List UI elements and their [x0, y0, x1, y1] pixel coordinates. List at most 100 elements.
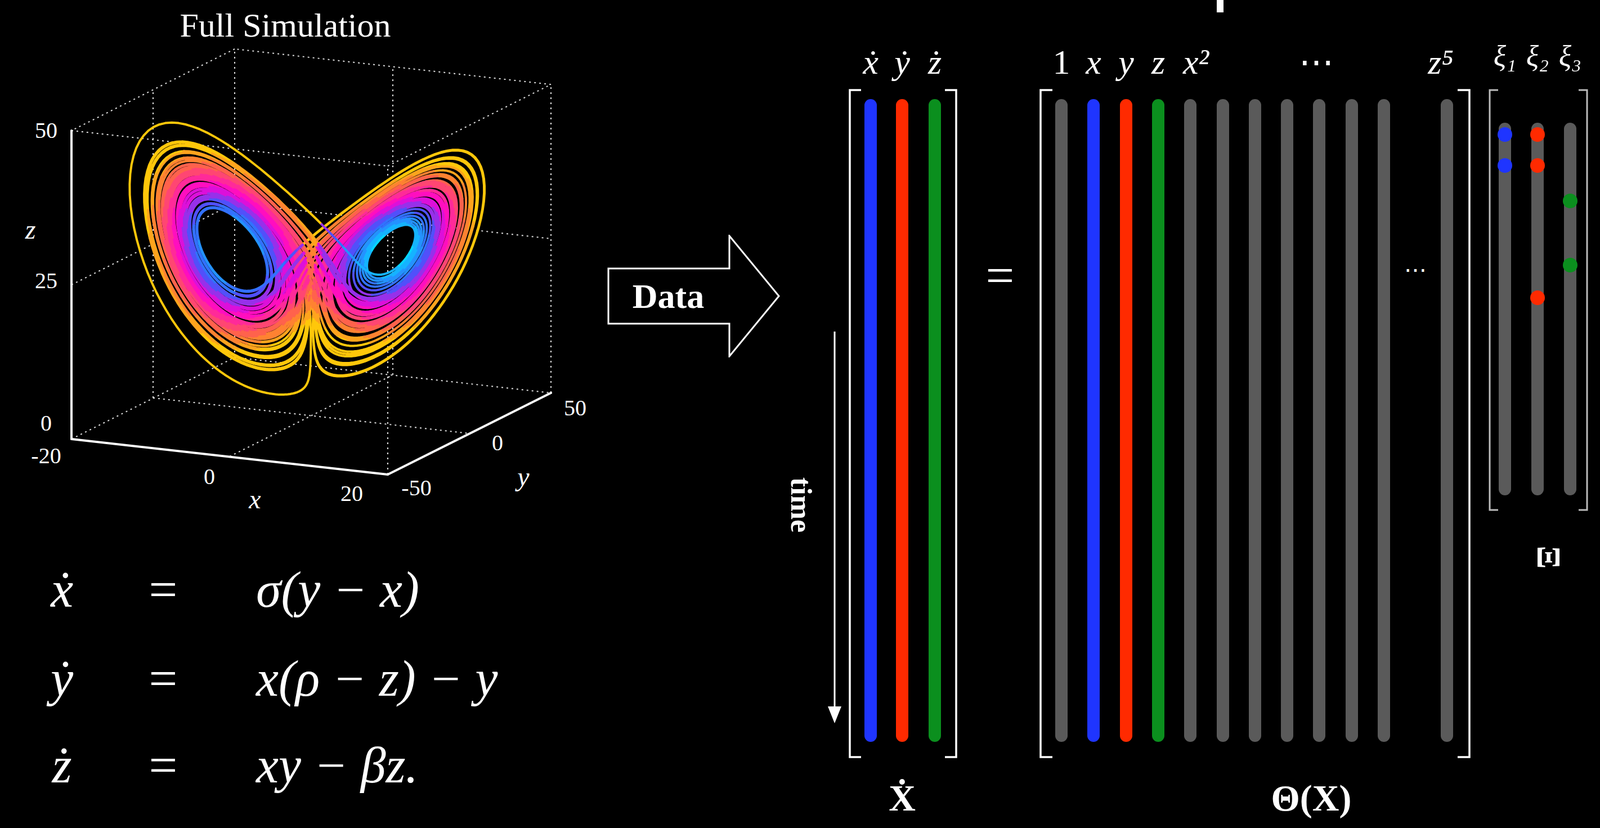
- matrix-column: [1184, 105, 1197, 736]
- axis-tick: 0: [203, 465, 215, 488]
- theta-columns: [1061, 105, 1447, 736]
- equals-sign: =: [149, 653, 178, 705]
- column-header: ẋ: [862, 44, 879, 80]
- trajectory: [372, 235, 413, 266]
- trajectory: [177, 186, 445, 312]
- arrow-outline: [608, 235, 779, 357]
- trajectory: [167, 174, 456, 325]
- axis-tick: 25: [34, 269, 58, 293]
- column-header: ż: [928, 44, 942, 80]
- equation-lhs: ẏ: [50, 653, 74, 705]
- matrix-column: [1345, 105, 1359, 736]
- column-header: ξ₁: [1493, 41, 1517, 71]
- xi-columns: [1504, 128, 1571, 490]
- trajectory: [152, 157, 470, 344]
- equals-sign: =: [986, 250, 1015, 302]
- matrix-column: [1152, 105, 1165, 736]
- ellipsis: ⋯: [1404, 258, 1427, 282]
- matrix-column: [1531, 128, 1544, 490]
- trajectory: [157, 162, 464, 337]
- time-label: time: [786, 477, 816, 533]
- coefficient-dot: [1530, 290, 1545, 306]
- trajectory: [129, 122, 485, 395]
- column-header: z: [1151, 44, 1165, 80]
- grid-line: [153, 397, 470, 434]
- left-bracket: [1489, 90, 1499, 510]
- coefficient-dot: [1530, 127, 1545, 142]
- trajectory: [193, 205, 430, 293]
- x-axis: [71, 438, 388, 475]
- data-arrow: Data: [607, 234, 781, 358]
- trajectory: [148, 151, 474, 350]
- coefficient-dot: [1497, 158, 1513, 173]
- z-axis: [70, 130, 73, 439]
- ellipsis: ⋯: [1298, 44, 1334, 80]
- left-bracket: [1040, 90, 1053, 757]
- matrix-name: Θ(X): [1271, 779, 1352, 817]
- trajectory: [172, 181, 450, 318]
- matrix-column: [1248, 105, 1262, 736]
- theta-brackets: [1040, 90, 1470, 757]
- grid-line: [229, 374, 393, 457]
- matrix-name: Ẋ: [888, 779, 916, 817]
- arrow-shaft: [834, 331, 836, 711]
- matrix-column: [1377, 105, 1391, 736]
- arrow-head: [827, 706, 842, 724]
- right-bracket: [1457, 90, 1470, 757]
- equation-rhs: x(ρ − z) − y: [256, 653, 499, 705]
- xdot-brackets: [849, 90, 957, 757]
- equation-rhs: xy − βz.: [256, 740, 419, 791]
- grid-line: [234, 48, 551, 85]
- axis-tick: 0: [40, 411, 52, 435]
- xdot-columns: [870, 105, 935, 736]
- title-fragment: [1216, 0, 1224, 13]
- left-bracket: [849, 90, 862, 757]
- axis-tick: -20: [30, 444, 61, 468]
- matrix-column: [1440, 105, 1454, 736]
- trajectory: [198, 215, 424, 284]
- column-header: x²: [1182, 44, 1209, 80]
- matrix-column: [1563, 128, 1577, 490]
- matrix-column: [864, 105, 877, 736]
- axis-label: z: [25, 216, 37, 244]
- y-axis: [387, 392, 551, 475]
- matrix-column: [928, 105, 941, 736]
- coefficient-dot: [1562, 257, 1578, 273]
- matrix-column: [1312, 105, 1326, 736]
- arrow-label: Data: [607, 268, 730, 324]
- matrix-column: [1498, 128, 1512, 490]
- coefficient-dot: [1497, 127, 1513, 142]
- equation-rhs: σ(y − x): [256, 564, 420, 616]
- plot-box: [71, 48, 551, 475]
- column-header: x: [1085, 44, 1102, 80]
- column-header: z⁵: [1427, 44, 1454, 80]
- xi-brackets: [1489, 90, 1588, 510]
- plot-title: Full Simulation: [179, 8, 391, 43]
- right-bracket: [1578, 90, 1588, 510]
- column-header: ξ₂: [1526, 41, 1549, 71]
- equation-lhs: ẋ: [50, 564, 74, 616]
- matrix-column: [1119, 105, 1133, 736]
- matrix-column: [1216, 105, 1230, 736]
- column-header: y: [1118, 44, 1135, 80]
- trajectory: [187, 199, 435, 299]
- equation-lhs: ż: [51, 740, 72, 791]
- equals-sign: =: [149, 740, 178, 791]
- coefficient-dot: [1562, 193, 1578, 209]
- sparse-coefficients: [1497, 127, 1578, 306]
- arrow-text: Data: [632, 278, 705, 314]
- grid-line: [550, 84, 552, 393]
- matrix-name: Ξ: [1531, 545, 1566, 569]
- axis-tick: 20: [340, 482, 363, 505]
- trajectory: [182, 193, 440, 306]
- axis-label: x: [248, 485, 261, 513]
- trajectory: [356, 222, 419, 278]
- coefficient-dot: [1530, 158, 1545, 173]
- axis-label: y: [517, 463, 530, 491]
- matrix-column: [1280, 105, 1294, 736]
- time-arrow: [827, 331, 842, 724]
- trajectory: [162, 168, 460, 331]
- axis-tick: -50: [401, 476, 432, 500]
- axis-tick: 50: [563, 396, 587, 420]
